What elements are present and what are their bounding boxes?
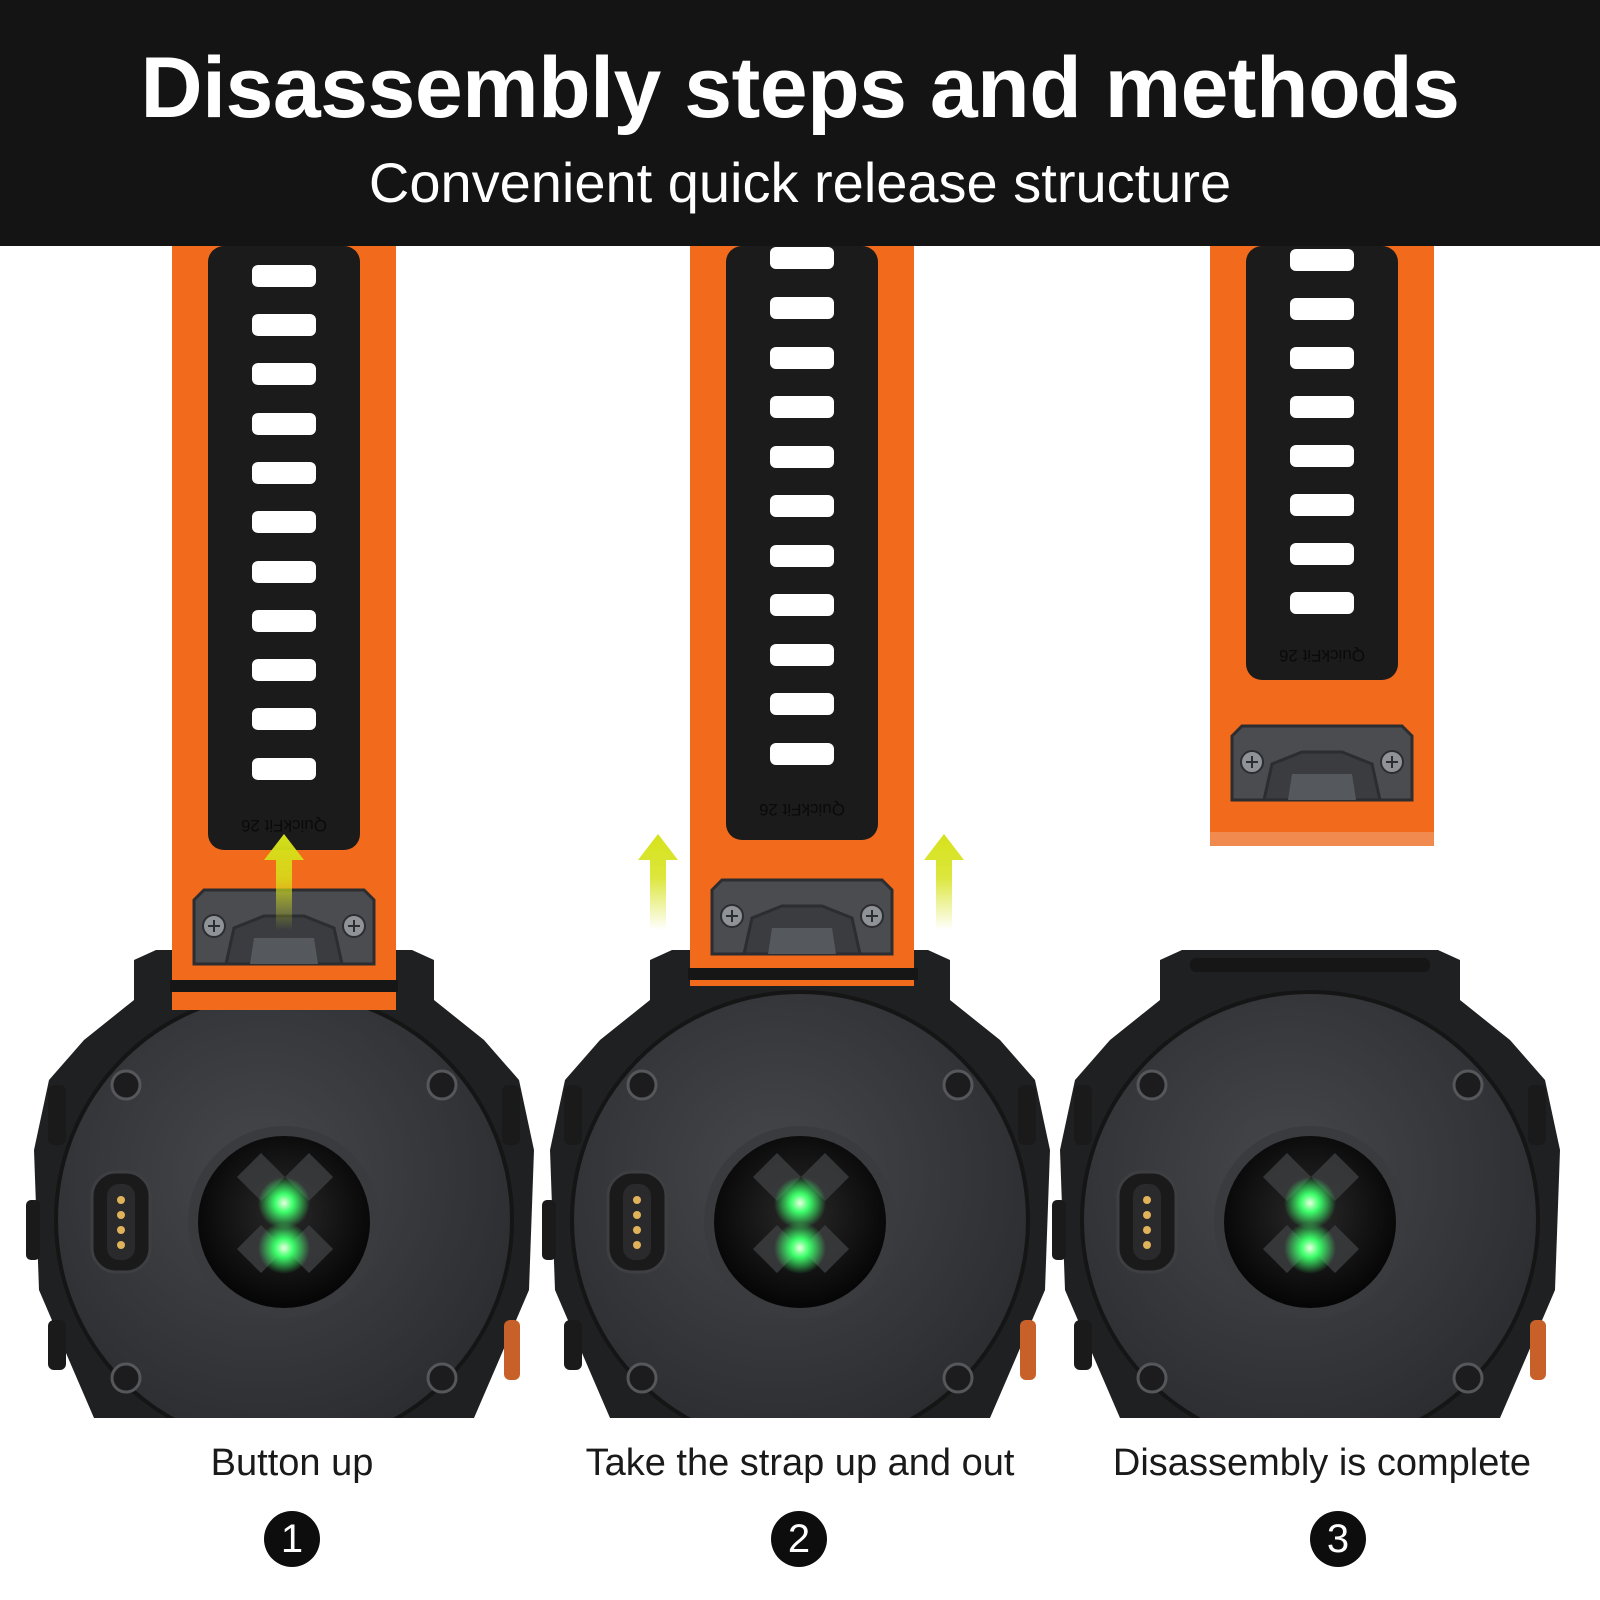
page-subtitle: Convenient quick release structure xyxy=(368,151,1232,214)
up-arrow-icon xyxy=(924,834,964,930)
step-1-label: Button up xyxy=(210,1442,374,1484)
step-1-number-badge: 1 xyxy=(264,1511,320,1567)
header-banner: Disassembly steps and methods Convenient… xyxy=(0,0,1600,246)
step-3-label: Disassembly is complete xyxy=(1112,1442,1532,1484)
screw-icon xyxy=(1230,724,1414,802)
step-1-illustration xyxy=(24,246,536,1418)
disassembly-illustration: QuickFit 26 QuickFit 26 QuickFit 26 xyxy=(24,246,1562,1418)
strap-marking-2: QuickFit 26 xyxy=(759,800,845,819)
step-2-number-badge: 2 xyxy=(771,1511,827,1567)
strap-marking-3: QuickFit 26 xyxy=(1279,646,1365,665)
page-title: Disassembly steps and methods xyxy=(140,40,1460,136)
screw-icon xyxy=(710,878,894,956)
step-3-illustration xyxy=(1050,246,1562,1418)
step-3-number-badge: 3 xyxy=(1310,1511,1366,1567)
strap-marking-1: QuickFit 26 xyxy=(241,816,327,835)
up-arrow-icon xyxy=(638,834,678,930)
step-2-label: Take the strap up and out xyxy=(585,1442,1015,1484)
step-2-illustration xyxy=(540,246,1052,1418)
